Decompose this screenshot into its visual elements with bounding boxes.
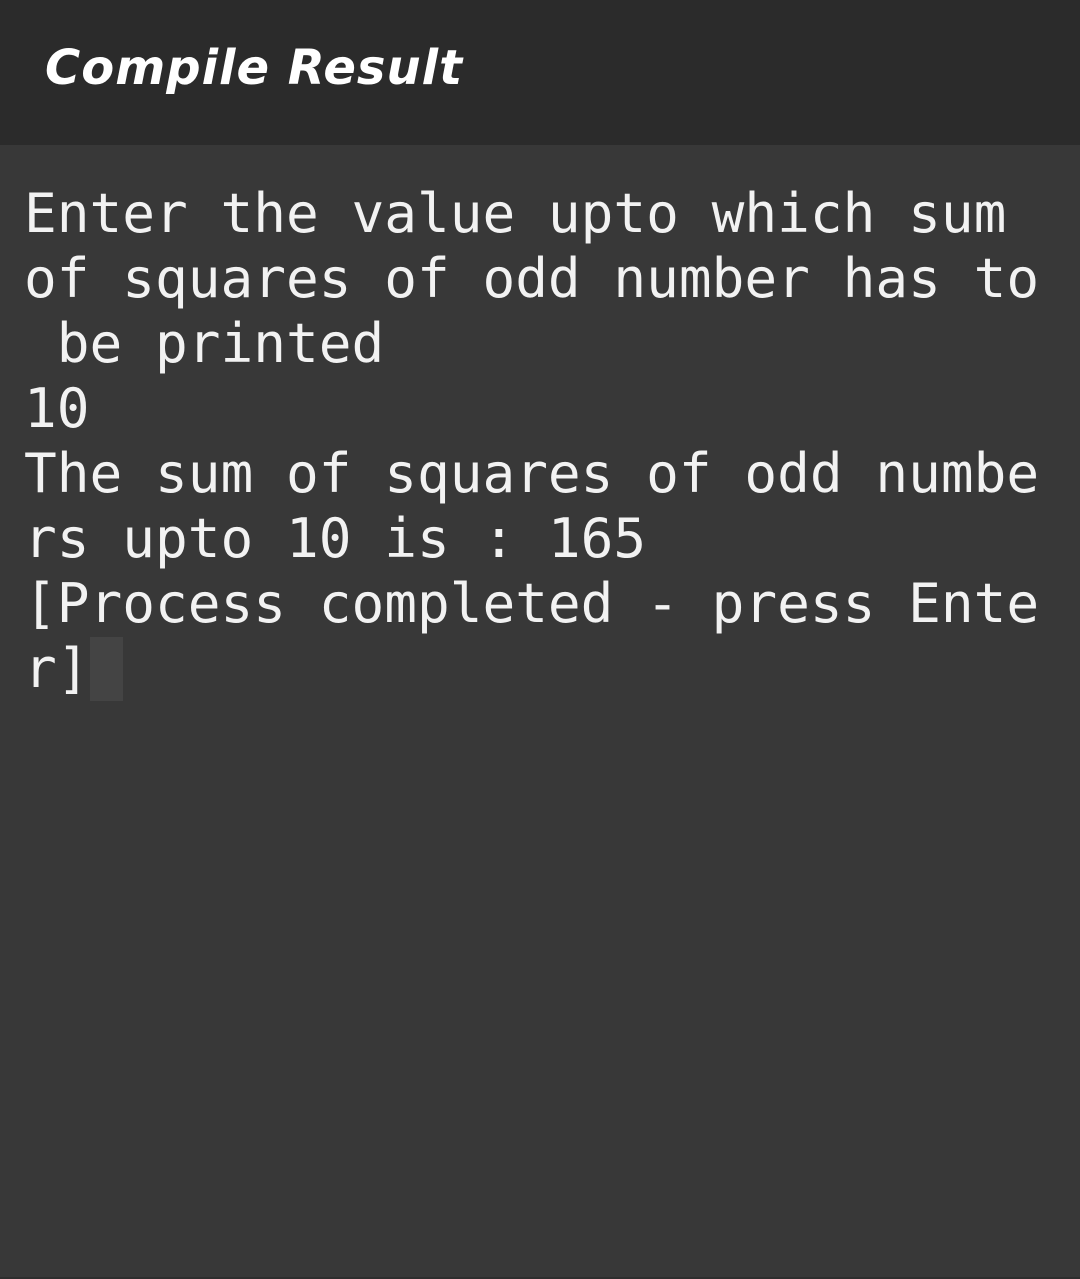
process-status-line: [Process completed - press Ente xyxy=(24,572,1040,635)
output-line: rs upto 10 is : 165 xyxy=(24,507,647,570)
output-line: be printed xyxy=(24,312,385,375)
bottom-divider xyxy=(0,1277,1080,1279)
input-echo-line: 10 xyxy=(24,377,90,440)
process-status-line-end: r] xyxy=(24,636,1064,701)
output-line: Enter the value upto which sum xyxy=(24,182,1007,245)
terminal-cursor[interactable] xyxy=(89,637,123,701)
terminal-output[interactable]: Enter the value upto which sum of square… xyxy=(24,181,1064,701)
process-status-text: r] xyxy=(24,637,90,700)
app-header: Compile Result xyxy=(0,0,1080,145)
output-line: The sum of squares of odd numbe xyxy=(24,442,1040,505)
page-title: Compile Result xyxy=(45,40,464,96)
output-line: of squares of odd number has to xyxy=(24,247,1040,310)
